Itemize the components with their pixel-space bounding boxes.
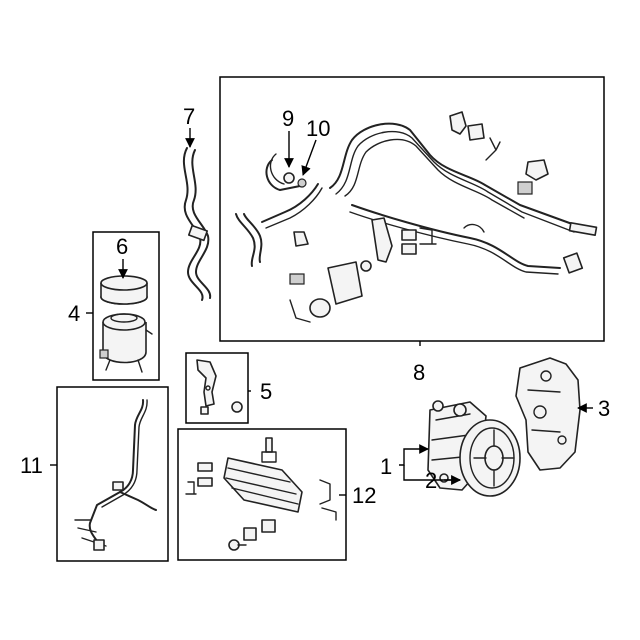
callout-9: 9 [282, 106, 294, 131]
callout-11: 11 [20, 453, 43, 478]
box-reservoir-4 [92, 231, 160, 381]
hose-part-7 [182, 147, 212, 301]
box-bracket-5 [185, 352, 249, 424]
callout-8: 8 [413, 360, 425, 385]
cooler-part-12 [185, 437, 337, 551]
hose-assembly-part-8 [235, 111, 598, 323]
callout-12: 12 [352, 483, 376, 508]
leader-lines [50, 128, 593, 496]
return-line-part-11 [74, 399, 157, 551]
bracket-part-5 [196, 359, 243, 415]
callout-4: 4 [68, 301, 80, 326]
callout-7: 7 [183, 104, 195, 129]
callout-5: 5 [260, 379, 272, 404]
callout-1: 1 [380, 454, 392, 479]
callout-3: 3 [598, 396, 610, 421]
reservoir-cap-part-6 [100, 275, 148, 305]
callout-10: 10 [306, 116, 330, 141]
callout-2: 2 [425, 468, 437, 493]
callout-6: 6 [116, 234, 128, 259]
pulley-part-2 [459, 419, 521, 497]
box-return-line-11 [56, 386, 169, 562]
reservoir-part-4 [99, 313, 153, 373]
box-hose-assembly-8 [219, 76, 605, 342]
pump-bracket-part-3 [515, 357, 581, 471]
